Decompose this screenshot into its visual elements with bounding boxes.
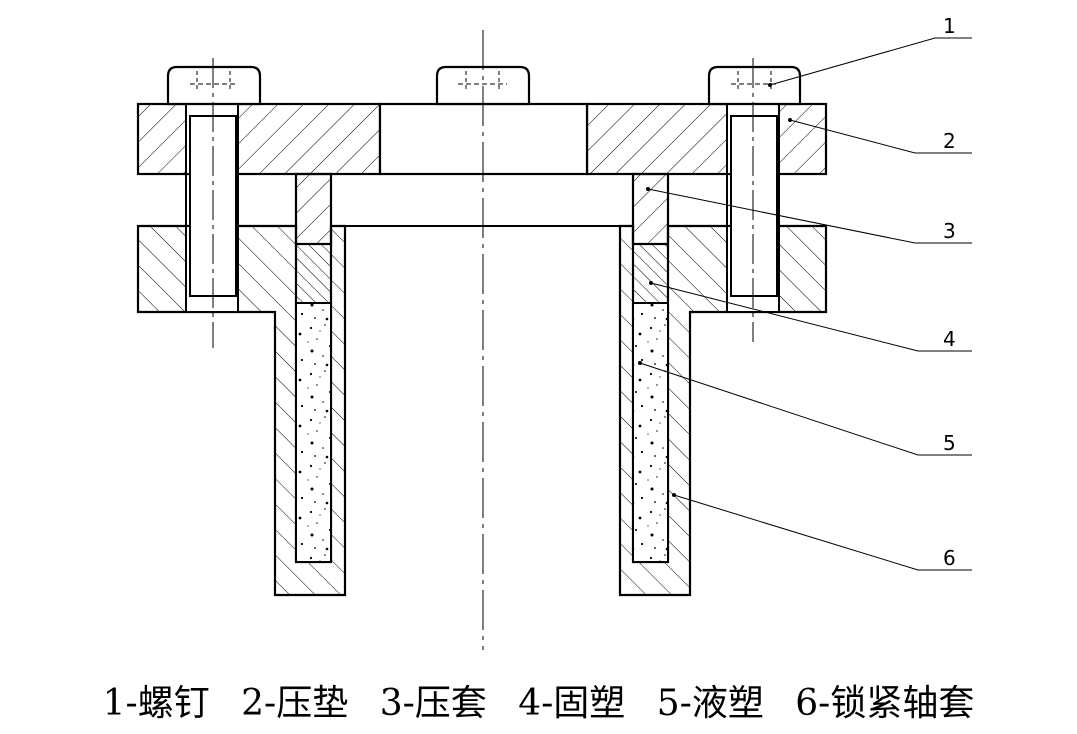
callout-4: 4 bbox=[943, 327, 956, 351]
legend-item-2: 2-压垫 bbox=[241, 683, 349, 724]
liquid-plastic-right bbox=[632, 302, 669, 563]
callout-3: 3 bbox=[943, 219, 956, 243]
cross-section-drawing: 1 2 3 4 5 6 bbox=[136, 14, 972, 650]
leader-dots bbox=[638, 83, 792, 497]
legend-item-6: 6-锁紧轴套 bbox=[795, 683, 975, 724]
liquid-plastic-left bbox=[295, 302, 332, 563]
center-lines bbox=[212, 30, 754, 650]
callout-5: 5 bbox=[943, 431, 956, 455]
legend-item-3: 3-压套 bbox=[379, 683, 487, 724]
press-sleeve-right bbox=[631, 172, 670, 246]
callout-2: 2 bbox=[943, 129, 956, 153]
solid-plastic-left bbox=[295, 243, 332, 304]
legend-item-4: 4-固塑 bbox=[518, 683, 626, 724]
legend-item-1: 1-螺钉 bbox=[102, 683, 210, 724]
screw-right bbox=[707, 65, 802, 312]
legend-item-5: 5-液塑 bbox=[656, 683, 764, 724]
solid-plastic-right bbox=[632, 243, 669, 304]
press-sleeve-left bbox=[294, 172, 333, 246]
press-pad bbox=[136, 102, 828, 176]
leader-lines bbox=[639, 37, 972, 571]
parts-legend: 1-螺钉 2-压垫 3-压套 4-固塑 5-液塑 6-锁紧轴套 bbox=[0, 674, 1077, 726]
callout-1: 1 bbox=[943, 14, 956, 38]
callout-6: 6 bbox=[943, 546, 956, 570]
screw-center bbox=[435, 65, 531, 106]
